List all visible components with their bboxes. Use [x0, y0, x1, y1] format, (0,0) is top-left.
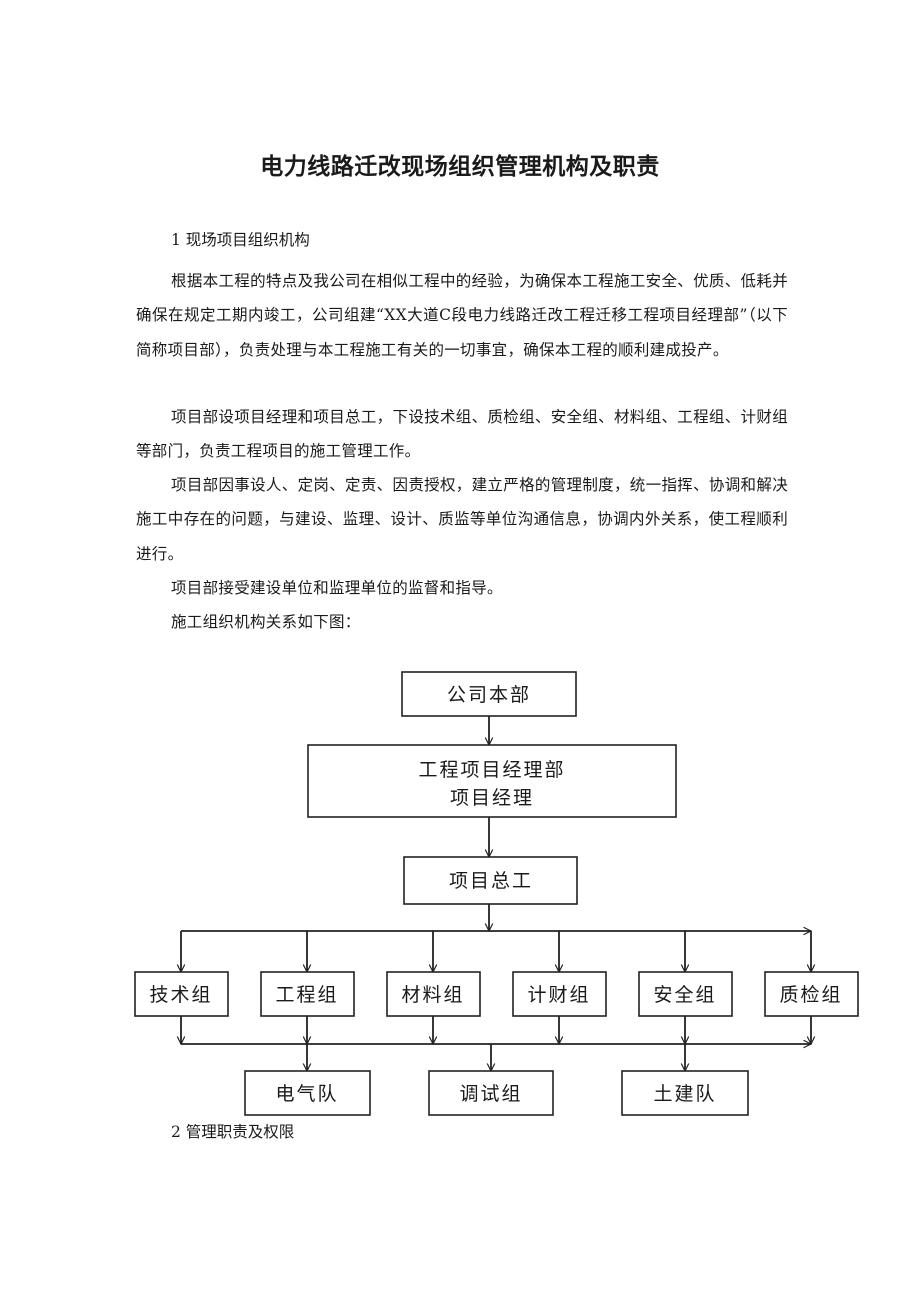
group-label-engineering: 工程组	[275, 984, 338, 1006]
paragraph-2: 项目部设项目经理和项目总工，下设技术组、质检组、安全组、材料组、工程组、计财组等…	[136, 408, 788, 461]
paragraph-4: 项目部接受建设单位和监理单位的监督和指导。	[171, 579, 503, 597]
document-title: 电力线路迁改现场组织管理机构及职责	[260, 154, 660, 180]
paragraph-5: 施工组织机构关系如下图：	[171, 613, 361, 631]
group-label-safety: 安全组	[653, 984, 716, 1006]
company-hq-label: 公司本部	[447, 684, 531, 706]
group-label-finance: 计财组	[527, 984, 590, 1006]
group-label-materials: 材料组	[401, 984, 464, 1006]
group-box-finance	[512, 971, 607, 1017]
group-label-tech: 技术组	[149, 984, 212, 1006]
section-2-heading: 2 管理职责及权限	[171, 1123, 295, 1141]
team-label-commissioning: 调试组	[459, 1083, 522, 1105]
chief-engineer-box	[403, 856, 578, 905]
org-chart-connectors	[181, 716, 811, 1071]
company-hq-box	[401, 671, 577, 717]
group-box-tech	[134, 971, 229, 1017]
group-label-quality: 质检组	[779, 984, 842, 1006]
team-box-civil	[621, 1070, 749, 1116]
project-dept-box	[307, 744, 677, 818]
paragraph-1: 根据本工程的特点及我公司在相似工程中的经验，为确保本工程施工安全、优质、低耗并确…	[136, 272, 788, 359]
paragraph-3: 项目部因事设人、定岗、定责、因责授权，建立严格的管理制度，统一指挥、协调和解决施…	[136, 476, 788, 563]
group-box-engineering	[260, 971, 355, 1017]
team-box-electrical	[244, 1070, 371, 1116]
group-box-safety	[638, 971, 733, 1017]
group-box-materials	[386, 971, 481, 1017]
project-manager-label: 项目经理	[450, 787, 534, 809]
chief-engineer-label: 项目总工	[449, 870, 533, 892]
team-box-commissioning	[428, 1070, 554, 1116]
section-1-heading: 1 现场项目组织机构	[171, 231, 310, 249]
group-box-quality	[764, 971, 859, 1017]
project-dept-label: 工程项目经理部	[418, 759, 565, 781]
team-label-civil: 土建队	[653, 1083, 716, 1105]
team-label-electrical: 电气队	[275, 1083, 338, 1105]
